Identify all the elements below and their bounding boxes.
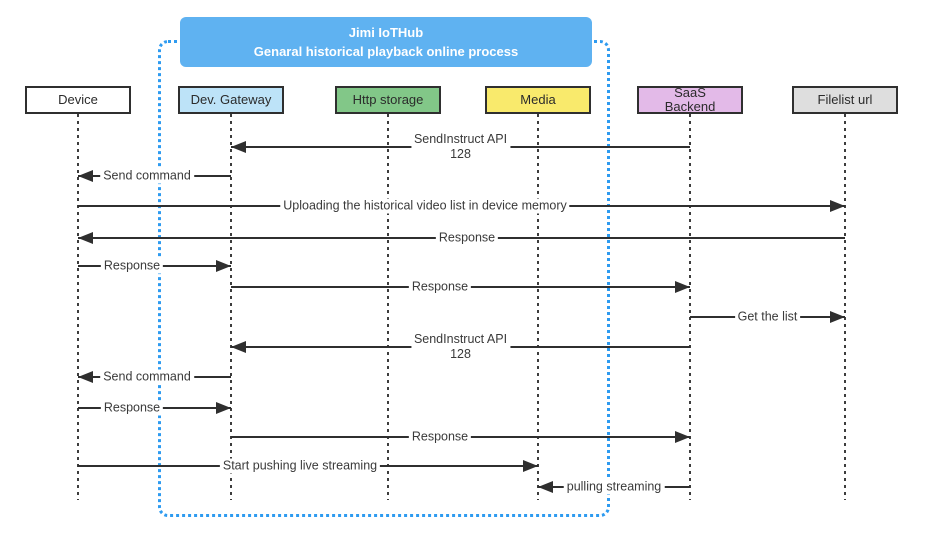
message-arrowhead xyxy=(830,311,845,323)
diagram-title: Jimi IoTHub Genaral historical playback … xyxy=(180,17,592,67)
actor-box-media: Media xyxy=(485,86,591,114)
message-arrowhead xyxy=(675,281,690,293)
title-line2: Genaral historical playback online proce… xyxy=(253,44,519,59)
message-arrowhead xyxy=(538,481,553,493)
actor-box-http-storage: Http storage xyxy=(335,86,441,114)
message-label: Response xyxy=(408,429,472,445)
message-label: SendInstruct API 128 xyxy=(410,132,511,162)
message-label: Uploading the historical video list in d… xyxy=(280,198,570,214)
message-label: Response xyxy=(100,258,164,274)
message-arrowhead xyxy=(675,431,690,443)
message-label: SendInstruct API 128 xyxy=(410,332,511,362)
message-label: Send command xyxy=(100,168,194,184)
message-label: Start pushing live streaming xyxy=(219,458,381,474)
lifeline-device xyxy=(77,114,79,500)
lifeline-saas-backend xyxy=(689,114,691,500)
title-line1: Jimi IoTHub xyxy=(348,25,424,40)
message-arrowhead xyxy=(78,170,93,182)
actor-box-saas-backend: SaaS Backend xyxy=(637,86,743,114)
actor-box-device: Device xyxy=(25,86,131,114)
message-arrowhead xyxy=(830,200,845,212)
message-arrowhead xyxy=(231,141,246,153)
lifeline-media xyxy=(537,114,539,500)
message-label: Response xyxy=(435,230,499,246)
message-arrowhead xyxy=(523,460,538,472)
message-arrowhead xyxy=(216,402,231,414)
message-label: Response xyxy=(408,279,472,295)
lifeline-dev-gateway xyxy=(230,114,232,500)
message-arrowhead xyxy=(231,341,246,353)
message-arrowhead xyxy=(216,260,231,272)
lifeline-filelist-url xyxy=(844,114,846,500)
message-label: Send command xyxy=(100,369,194,385)
actor-box-dev-gateway: Dev. Gateway xyxy=(178,86,284,114)
message-label: Get the list xyxy=(734,309,801,325)
message-label: pulling streaming xyxy=(563,479,665,495)
actor-box-filelist-url: Filelist url xyxy=(792,86,898,114)
message-label: Response xyxy=(100,400,164,416)
lifeline-http-storage xyxy=(387,114,389,500)
message-arrowhead xyxy=(78,371,93,383)
message-arrowhead xyxy=(78,232,93,244)
